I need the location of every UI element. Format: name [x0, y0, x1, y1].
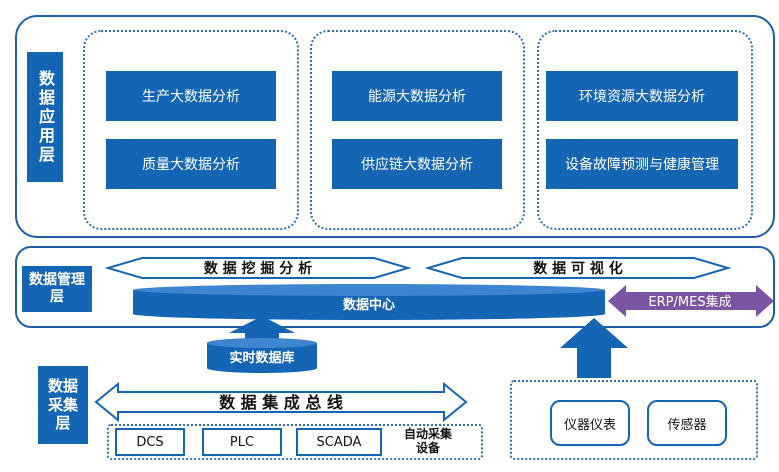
auto-collection-device-label: 自动采集设备 — [404, 427, 453, 455]
data-center-cylinder — [133, 284, 605, 320]
application-group-1 — [83, 30, 299, 230]
erp-mes-label: ERP/MES集成 — [648, 294, 731, 310]
data-bus-label: 数 据 集 成 总 线 — [219, 393, 343, 412]
collection-layer-label: 数据采集层 — [38, 366, 88, 444]
application-group-3 — [537, 30, 753, 230]
data-visualization-label: 数 据 可 视 化 — [533, 260, 623, 277]
device-row — [107, 424, 483, 460]
sensor-group — [510, 380, 758, 460]
realtime-database-label: 实时数据库 — [229, 350, 294, 366]
management-layer-label: 数据管理层 — [22, 266, 92, 312]
application-layer-label: 数据应用层 — [27, 52, 63, 182]
production-analysis-box: 生产大数据分析 — [106, 71, 276, 121]
data-visualization-banner — [424, 257, 732, 279]
data-center-label: 数据中心 — [343, 297, 395, 313]
up-arrow-sensors — [560, 318, 628, 378]
realtime-database-cylinder — [207, 338, 317, 373]
instrument-box: 仪器仪表 — [550, 400, 630, 446]
data-mining-label: 数 据 挖 掘 分 析 — [204, 260, 312, 277]
data-bus-arrow — [94, 381, 468, 423]
energy-analysis-box: 能源大数据分析 — [332, 71, 502, 121]
data-mining-banner — [104, 257, 412, 279]
quality-analysis-box: 质量大数据分析 — [106, 139, 276, 189]
sensor-box: 传感器 — [647, 400, 727, 446]
application-group-2 — [310, 30, 525, 230]
equipment-health-box: 设备故障预测与健康管理 — [546, 139, 738, 189]
application-layer — [15, 15, 775, 238]
supply-chain-analysis-box: 供应链大数据分析 — [332, 139, 502, 189]
environment-analysis-box: 环境资源大数据分析 — [546, 71, 738, 121]
scada-box: SCADA — [296, 428, 382, 456]
erp-mes-arrow — [608, 285, 774, 317]
dcs-box: DCS — [115, 428, 185, 456]
plc-box: PLC — [202, 428, 282, 456]
